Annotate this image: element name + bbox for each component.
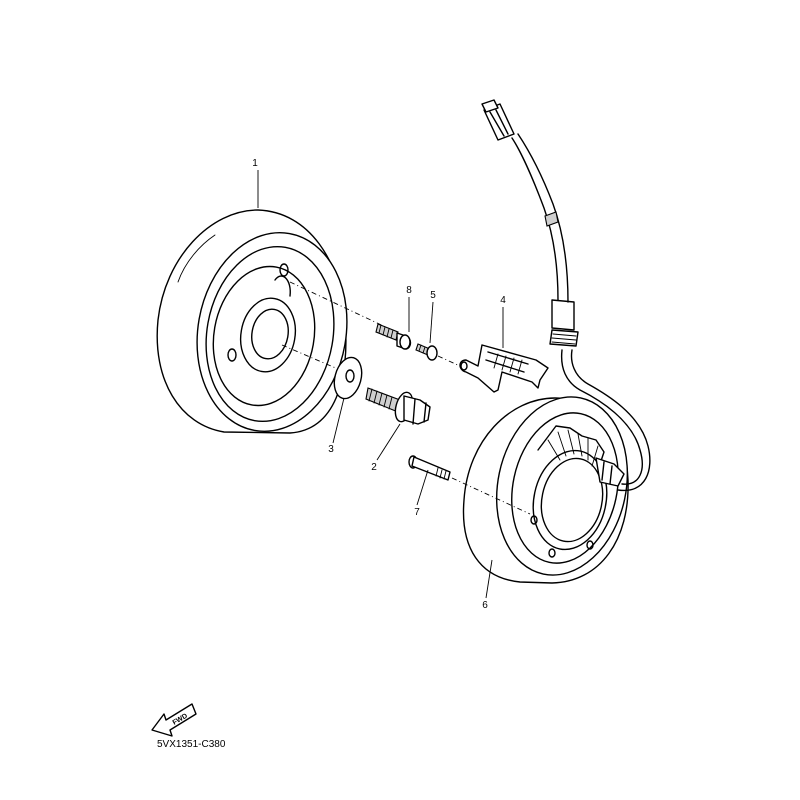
callout-5: 5 [429,290,436,344]
alignment-line [289,281,393,331]
washer-part-3 [333,356,363,400]
callout-3: 3 [328,397,345,455]
callout-label-5: 5 [430,290,436,301]
callout-label-3: 3 [328,444,334,455]
callout-label-1: 1 [252,158,258,169]
callout-label-2: 2 [371,462,377,473]
callout-label-6: 6 [482,600,488,611]
callout-label-7: 7 [414,507,420,518]
diagram-code: 5VX1351-C380 [157,739,226,750]
callout-1: 1 [252,158,259,208]
stator-assembly [462,396,629,584]
bolt-part-2 [365,387,431,425]
bolt-part-7 [408,455,531,515]
screw-part-5 [415,343,463,368]
callout-label-8: 8 [406,285,412,296]
callout-8: 8 [406,285,412,332]
bolt-part-8 [375,323,412,350]
bracket-part-4 [459,344,549,393]
rotor-flywheel [156,209,348,434]
callout-4: 4 [500,295,506,348]
wire-harness [481,99,651,492]
callout-6: 6 [482,559,493,611]
forward-arrow-icon: FWD [151,703,197,737]
callout-label-4: 4 [500,295,506,306]
callout-2: 2 [371,423,401,473]
callout-7: 7 [414,469,429,518]
